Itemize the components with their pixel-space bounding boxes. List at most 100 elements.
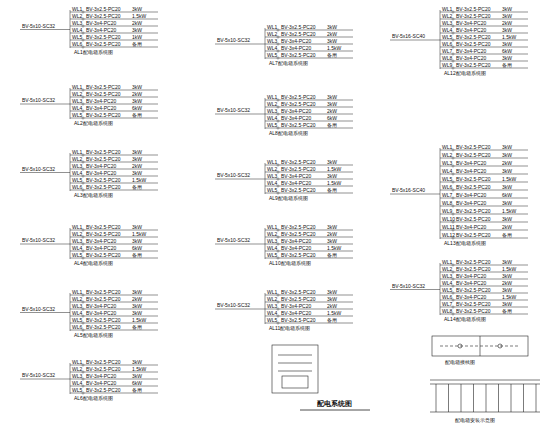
circuit-number: WL4	[72, 311, 82, 316]
cable-spec: BV-3x2.5-PC20	[281, 102, 315, 107]
breaker-symbol	[82, 189, 84, 191]
panel-name: AL10配电箱系统图	[269, 261, 311, 266]
circuit-line	[265, 128, 353, 129]
breaker-symbol	[277, 171, 279, 173]
breaker-symbol	[82, 250, 84, 252]
load-power: 2kW	[502, 161, 512, 166]
breaker-symbol	[277, 301, 279, 303]
circuit-number: WL2	[442, 14, 452, 19]
circuit-number: WL1	[267, 225, 277, 230]
circuit-number: WL3	[442, 161, 452, 166]
cable-spec: BV-3x2.5-PC20	[86, 232, 120, 237]
breaker-symbol	[277, 294, 279, 296]
load-power: 3kW	[327, 102, 337, 107]
cable-spec: BV-3x2.5-PC20	[456, 309, 490, 314]
circuit-line	[70, 295, 158, 296]
load-power: 6kW	[132, 381, 142, 386]
breaker-symbol	[452, 189, 454, 191]
cable-spec: BV-3x2.5-PC20	[281, 225, 315, 230]
circuit-line	[440, 198, 528, 199]
circuit-line	[265, 28, 266, 59]
panel-name: AL7配电箱系统图	[269, 61, 308, 66]
breaker-symbol	[82, 236, 84, 238]
cable-spec: BV-3x2.5-PC20	[86, 290, 120, 295]
circuit-line	[70, 237, 158, 238]
cable-spec: BV-3x2.5-PC20	[281, 160, 315, 165]
cable-spec: BV-3x4-PC20	[456, 56, 486, 61]
breaker-symbol	[452, 213, 454, 215]
load-power: 3kW	[132, 85, 142, 90]
circuit-line	[440, 40, 528, 41]
load-power: 3kW	[502, 217, 512, 222]
load-power: 1.5kW	[502, 209, 516, 214]
circuit-line	[70, 386, 158, 387]
load-power: 3kW	[132, 374, 142, 379]
load-power: 2kW	[327, 109, 337, 114]
circuit-number: WL4	[72, 246, 82, 251]
cable-spec: BV-3x2.5-PC20	[456, 288, 490, 293]
load-power: 1.5kW	[327, 46, 341, 51]
breaker-symbol	[277, 164, 279, 166]
circuit-line	[440, 272, 528, 273]
cable-spec: BV-3x4-PC20	[456, 295, 486, 300]
circuit-number: WL9	[442, 209, 452, 214]
circuit-number: WL2	[72, 157, 82, 162]
cable-spec: BV-3x4-PC20	[456, 201, 486, 206]
feeder-cable: BV-5x10-SC32	[217, 108, 250, 113]
cable-spec: BV-3x2.5-PC20	[456, 145, 490, 150]
load-power: 备用	[132, 388, 142, 393]
cable-spec: BV-3x2.5-PC20	[456, 217, 490, 222]
meter-box	[272, 345, 318, 393]
breaker-symbol	[277, 322, 279, 324]
circuit-line	[440, 190, 528, 191]
breaker-symbol	[452, 278, 454, 280]
breaker-symbol	[452, 46, 454, 48]
cable-spec: BV-3x2.5-PC20	[456, 233, 490, 238]
cable-spec: BV-3x2.5-PC20	[86, 42, 120, 47]
cable-spec: BV-3x4-PC20	[456, 225, 486, 230]
circuit-number: WL9	[442, 63, 452, 68]
load-power: 1.5kW	[132, 232, 146, 237]
circuit-line	[440, 150, 528, 151]
cable-spec: BV-3x4-PC20	[456, 281, 486, 286]
circuit-number: WL2	[72, 297, 82, 302]
breaker-symbol	[277, 185, 279, 187]
cable-spec: BV-3x2.5-PC20	[86, 297, 120, 302]
circuit-line	[265, 228, 266, 259]
load-power: 6kW	[132, 246, 142, 251]
circuit-number: WL6	[72, 185, 82, 190]
circuit-line	[70, 309, 158, 310]
circuit-number: WL3	[442, 274, 452, 279]
load-power: 1.5kW	[502, 295, 516, 300]
breaker-symbol	[452, 67, 454, 69]
install-post	[473, 384, 474, 412]
cable-spec: BV-3x2.5-PC20	[86, 35, 120, 40]
load-power: 3kW	[327, 39, 337, 44]
circuit-lines	[20, 10, 528, 394]
circuit-line	[20, 379, 70, 380]
load-power: 3kW	[132, 304, 142, 309]
circuit-line	[440, 54, 528, 55]
cable-spec: BV-3x2.5-PC20	[456, 209, 490, 214]
cable-spec: BV-3x4-PC20	[281, 109, 311, 114]
circuit-line	[265, 251, 353, 252]
breaker-symbol	[277, 243, 279, 245]
circuit-line	[440, 12, 528, 13]
load-power: 3kW	[132, 311, 142, 316]
circuit-line	[440, 148, 441, 239]
panel-name: AL3配电箱系统图	[74, 193, 113, 198]
title-underline	[300, 410, 370, 411]
load-power: 备用	[327, 123, 337, 128]
circuit-number: WL3	[72, 239, 82, 244]
cable-spec: BV-3x2.5-PC20	[456, 35, 490, 40]
install-post	[536, 384, 537, 412]
circuit-number: WL5	[442, 288, 452, 293]
cable-spec: BV-3x4-PC20	[456, 274, 486, 279]
circuit-line	[440, 19, 528, 20]
circuit-number: WL1	[72, 225, 82, 230]
circuit-number: WL4	[267, 46, 277, 51]
cable-spec: BV-3x2.5-PC20	[86, 360, 120, 365]
load-power: 6kW	[502, 49, 512, 54]
circuit-line	[265, 237, 353, 238]
circuit-line	[440, 26, 528, 27]
